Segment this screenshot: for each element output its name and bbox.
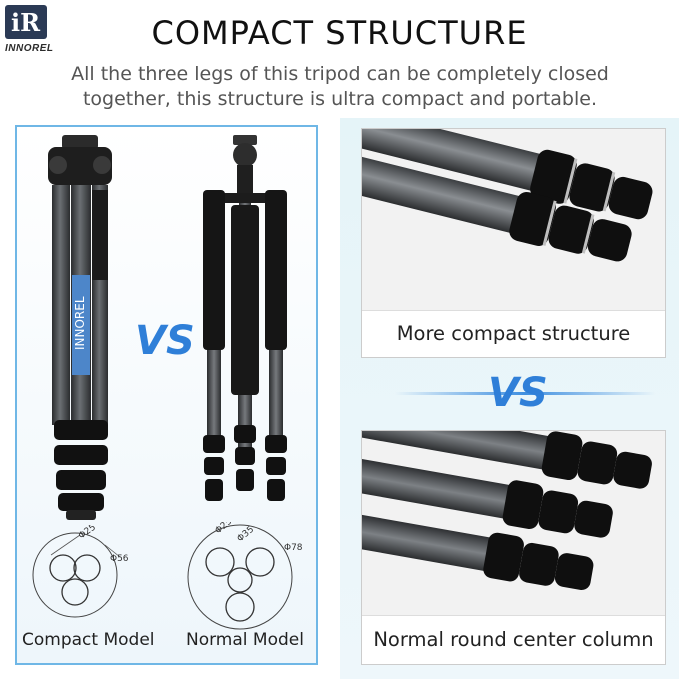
tripod-brand-text: INNOREL — [73, 296, 87, 350]
brand-name: INNOREL — [5, 43, 54, 54]
normal-tripod-image — [203, 135, 287, 501]
compact-closeup-photo: More compact structure — [361, 128, 666, 358]
subtitle-line-2: together, this structure is ultra compac… — [82, 88, 597, 110]
normal-diameter-diagram: Φ25 Φ35 Φ78 — [187, 522, 303, 630]
svg-text:iR: iR — [11, 8, 41, 37]
normal-center-diameter: Φ35 — [236, 525, 257, 545]
normal-outer-diameter: Φ78 — [284, 543, 303, 553]
vs-divider-line — [395, 392, 655, 395]
normal-legs-image — [362, 431, 652, 591]
compact-outer-diameter: Φ56 — [110, 554, 129, 564]
compact-tripod-image: INNOREL — [48, 135, 112, 520]
normal-closeup-photo: Normal round center column — [361, 430, 666, 665]
compact-leg-diameter: Φ25 — [77, 525, 98, 541]
compact-diameter-diagram: Φ25 Φ56 — [32, 525, 129, 618]
compact-legs-image — [362, 129, 653, 262]
subtitle-line-1: All the three legs of this tripod can be… — [71, 63, 609, 85]
compact-caption: More compact structure — [362, 310, 665, 357]
vs-badge-left: VS — [135, 318, 195, 364]
normal-model-label: Normal Model — [186, 630, 304, 650]
brand-logo-icon: iR — [5, 5, 47, 39]
brand-logo: iR INNOREL — [5, 5, 57, 57]
page-subtitle: All the three legs of this tripod can be… — [40, 62, 640, 112]
page-title: COMPACT STRUCTURE — [151, 14, 528, 52]
compact-model-label: Compact Model — [22, 630, 155, 650]
normal-caption: Normal round center column — [362, 615, 665, 664]
vs-badge-right: VS — [488, 370, 548, 416]
normal-leg-diameter: Φ25 — [214, 522, 235, 536]
